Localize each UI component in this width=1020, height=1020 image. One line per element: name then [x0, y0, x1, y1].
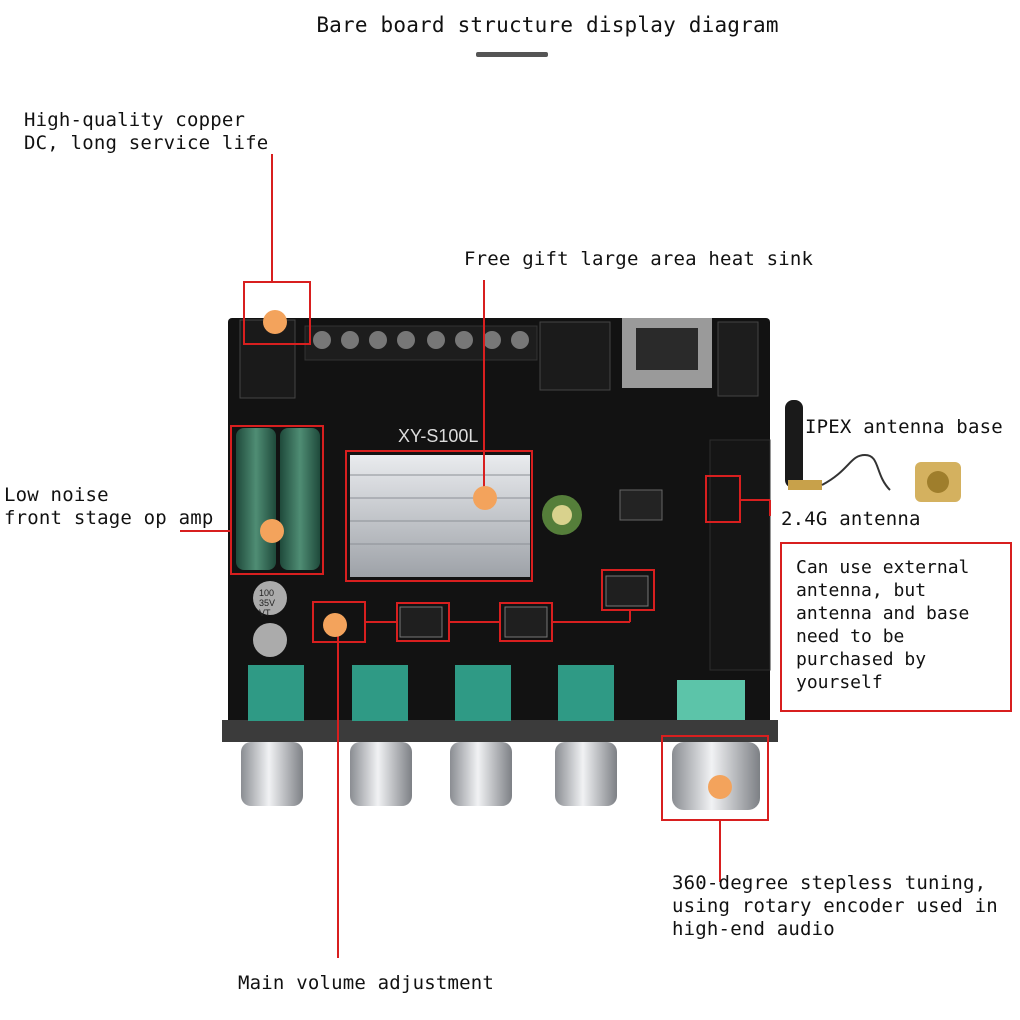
antenna-assembly	[785, 400, 961, 502]
filter-capacitor-2	[253, 623, 287, 657]
audio-jack	[539, 321, 611, 391]
op-amp-chip-1	[399, 606, 443, 638]
dc-jack	[239, 319, 296, 399]
bluetooth-module	[709, 439, 771, 671]
callout-antenna: 2.4G antenna	[781, 508, 921, 530]
heat-sink	[350, 455, 530, 577]
callout-op-amp: Low noise front stage op amp	[4, 484, 214, 529]
svg-text:35V: 35V	[259, 598, 275, 608]
callout-ipex: IPEX antenna base	[805, 416, 1003, 438]
front-panel	[222, 720, 778, 742]
board-model-label: XY-S100L	[398, 426, 478, 446]
page-title: Bare board structure display diagram	[316, 13, 779, 37]
buttons	[717, 321, 759, 397]
callout-markers	[260, 310, 732, 799]
main-chip	[619, 489, 663, 521]
teal-potentiometers	[248, 665, 745, 721]
speaker-terminal-block	[304, 325, 538, 361]
callout-encoder: 360-degree stepless tuning, using rotary…	[672, 872, 998, 940]
svg-text:100: 100	[259, 588, 274, 598]
svg-text:VT: VT	[259, 608, 271, 618]
callout-volume: Main volume adjustment	[238, 972, 495, 994]
op-amp-chip-2	[504, 606, 548, 638]
filter-capacitor-1	[253, 581, 287, 615]
volume-knobs	[241, 742, 760, 810]
callout-heat-sink: Free gift large area heat sink	[464, 248, 814, 270]
external-antenna-note: Can use external antenna, but antenna an…	[780, 542, 1012, 712]
callout-dc-jack: High-quality copper DC, long service lif…	[24, 109, 269, 154]
op-amp-chip-3	[605, 575, 649, 607]
callout-leaders	[180, 154, 771, 958]
title-underline	[476, 52, 548, 57]
